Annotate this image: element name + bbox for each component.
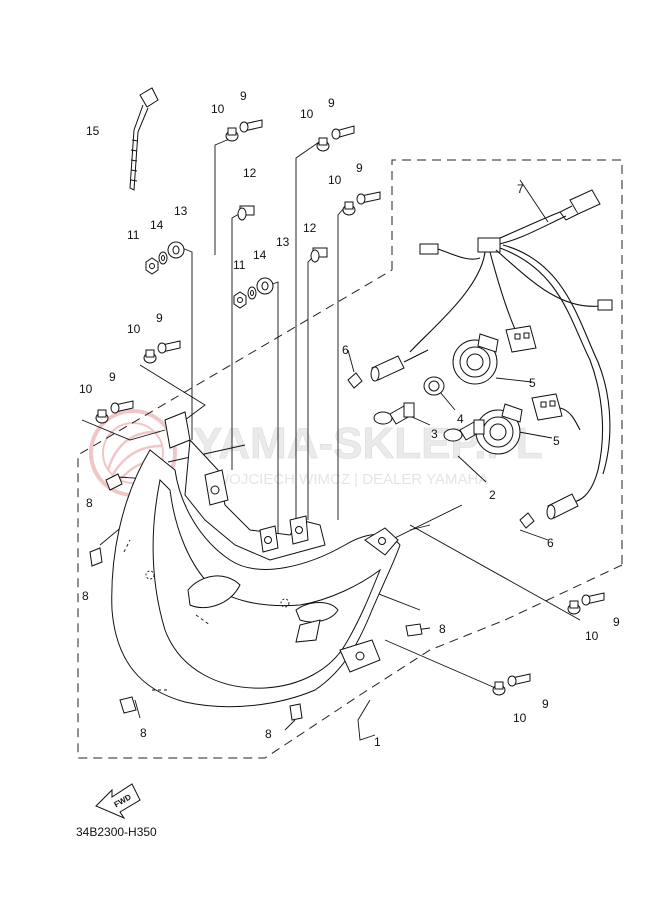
position-lamp-socket-right (546, 493, 579, 520)
callout-3: 3 (431, 427, 438, 441)
collar-part-10c (342, 201, 356, 216)
callout-9-c: 9 (356, 161, 363, 175)
callout-14-a: 14 (150, 218, 164, 232)
collar-part-10a (225, 127, 239, 142)
screw-part-9f (581, 592, 605, 606)
callout-labels: 15 10 9 10 9 12 10 9 7 13 14 11 12 13 14… (79, 89, 620, 749)
callout-12-b: 12 (303, 221, 317, 235)
callout-7: 7 (517, 182, 524, 196)
bulb-part-6a (347, 372, 363, 389)
bulbs-and-sockets (347, 333, 579, 529)
clip-part-8d (119, 696, 137, 714)
grommet-part-13a (167, 241, 185, 259)
callout-5-a: 5 (529, 376, 536, 390)
assembly-boundary (77, 159, 623, 759)
screw-part-9b (331, 125, 355, 140)
collar-part-10d (143, 349, 157, 364)
grommet-part-13b (256, 277, 274, 295)
collar-part-10b (316, 137, 330, 152)
callout-8-e: 8 (265, 727, 272, 741)
wire-harness-part-7 (409, 189, 613, 503)
callout-10-b: 10 (300, 107, 314, 121)
bolt-part-12b (310, 247, 328, 263)
diagram-code: 34B2300-H350 (76, 825, 157, 839)
callout-4: 4 (457, 412, 464, 426)
callout-9-f: 9 (613, 615, 620, 629)
bolt-part-12a (237, 205, 255, 221)
callout-10-f: 10 (585, 629, 599, 643)
callout-15: 15 (86, 124, 100, 138)
callout-11-a: 11 (127, 228, 140, 242)
screw-part-9c (356, 191, 381, 205)
nut-part-11b (233, 291, 247, 309)
callout-10-d: 10 (127, 322, 141, 336)
callout-6-a: 6 (342, 343, 349, 357)
callout-13-b: 13 (276, 235, 290, 249)
clip-part-8b (89, 547, 103, 567)
rubber-cover-part-5b (475, 403, 523, 455)
bulb-part-2 (443, 419, 485, 442)
callout-10-e: 10 (79, 382, 93, 396)
cable-tie-part-15 (129, 87, 159, 191)
callout-9-d: 9 (156, 311, 163, 325)
callout-13-a: 13 (174, 204, 188, 218)
mounting-hardware (145, 205, 328, 309)
callout-12-a: 12 (243, 166, 257, 180)
callout-11-b: 11 (233, 258, 246, 272)
callout-8-d: 8 (140, 726, 147, 740)
position-lamp-socket (370, 349, 429, 382)
washer-part-14b (247, 286, 257, 300)
callout-8-b: 8 (82, 589, 89, 603)
callout-8-c: 8 (439, 622, 446, 636)
callout-10-a: 10 (211, 102, 225, 116)
screw-part-9d (157, 340, 181, 354)
screw-part-9e (110, 400, 134, 414)
callout-2: 2 (489, 488, 496, 502)
screw-part-9g (507, 673, 531, 687)
bulb-part-6b (519, 512, 535, 529)
clips-part-8 (89, 473, 423, 721)
bulb-part-3 (373, 402, 415, 425)
callout-9-e: 9 (109, 370, 116, 384)
callout-10-c: 10 (328, 173, 342, 187)
collar-part-10g (492, 681, 506, 696)
collar-part-10f (567, 600, 581, 615)
callout-9-g: 9 (542, 697, 549, 711)
callout-10-g: 10 (513, 711, 527, 725)
clip-part-8e (289, 703, 303, 721)
callout-14-b: 14 (253, 248, 267, 262)
bulb-socket-part-4 (423, 376, 445, 396)
screw-part-9a (239, 119, 263, 133)
forward-arrow: FWD (95, 783, 141, 820)
clip-part-8a (105, 473, 123, 491)
callout-9-b: 9 (328, 96, 335, 110)
washer-part-14a (158, 251, 168, 265)
watermark-subtitle: WOJCIECH WIMCZ | DEALER YAMAHA (215, 471, 488, 488)
callout-9-a: 9 (240, 89, 247, 103)
headlight-assembly-part-1 (111, 411, 401, 708)
callout-8-a: 8 (86, 496, 93, 510)
rubber-cover-part-5a (452, 333, 499, 385)
callout-6-b: 6 (547, 536, 554, 550)
collar-part-10e (95, 409, 109, 424)
clip-part-8c (405, 623, 423, 637)
bolts-and-screws (95, 119, 605, 696)
nut-part-11a (145, 257, 159, 275)
callout-5-b: 5 (553, 434, 560, 448)
callout-1: 1 (374, 735, 381, 749)
